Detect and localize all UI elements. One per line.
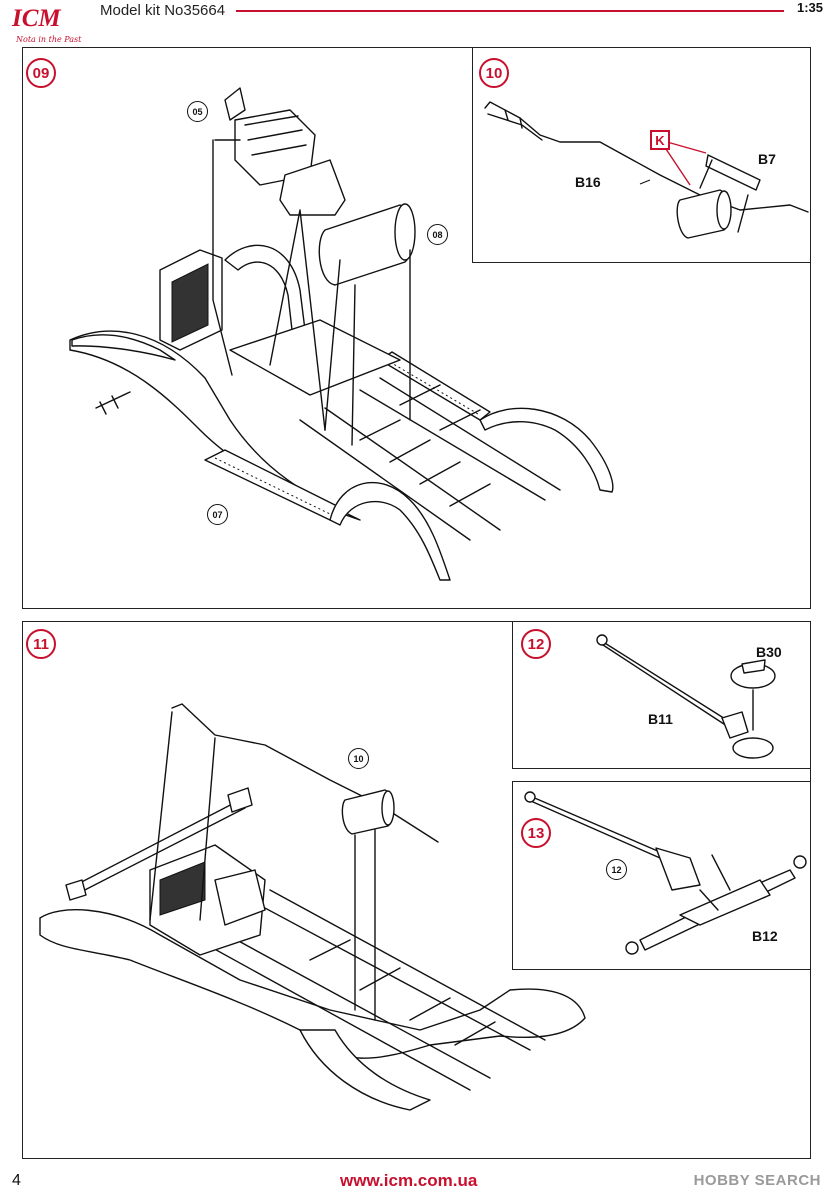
step-12-badge: 12 [521,629,551,659]
step-12-drawing [596,634,776,759]
scale-label: 1:35 [796,0,823,15]
step-09-drawing [69,87,614,581]
part-label-b7: B7 [758,151,776,167]
sub-assembly-ref-05: 05 [187,101,208,122]
step-09-badge: 09 [26,58,56,88]
icm-tagline: Nota in the Past [15,35,82,44]
header-divider [236,10,784,12]
sub-assembly-ref-10: 10 [348,748,369,769]
step-10-panel [472,47,811,263]
marker-k: K [650,130,670,150]
step-10-drawing [484,101,809,239]
part-label-b11: B11 [648,711,673,727]
sub-assembly-ref-12: 12 [606,859,627,880]
step-13-drawing [524,791,807,955]
part-label-b16: B16 [575,174,601,190]
step-11-badge: 11 [26,629,56,659]
step-09-panel [22,47,811,609]
part-label-b12: B12 [752,928,778,944]
icm-logo-text: ICM [11,5,61,32]
sub-assembly-ref-07: 07 [207,504,228,525]
step-11-drawing [39,703,586,1111]
page-number: 4 [12,1172,21,1189]
hobby-search-watermark: HOBBY SEARCH [693,1172,821,1189]
step-13-badge: 13 [521,818,551,848]
part-label-b30: B30 [756,644,782,660]
sub-assembly-ref-08: 08 [427,224,448,245]
icm-logo-mark: ICM Nota in the Past [11,5,82,44]
website-url[interactable]: www.icm.com.ua [340,1171,478,1190]
icm-logo: ICM Nota in the Past [6,2,84,46]
step-10-badge: 10 [479,58,509,88]
kit-title: Model kit No35664 [100,2,226,19]
